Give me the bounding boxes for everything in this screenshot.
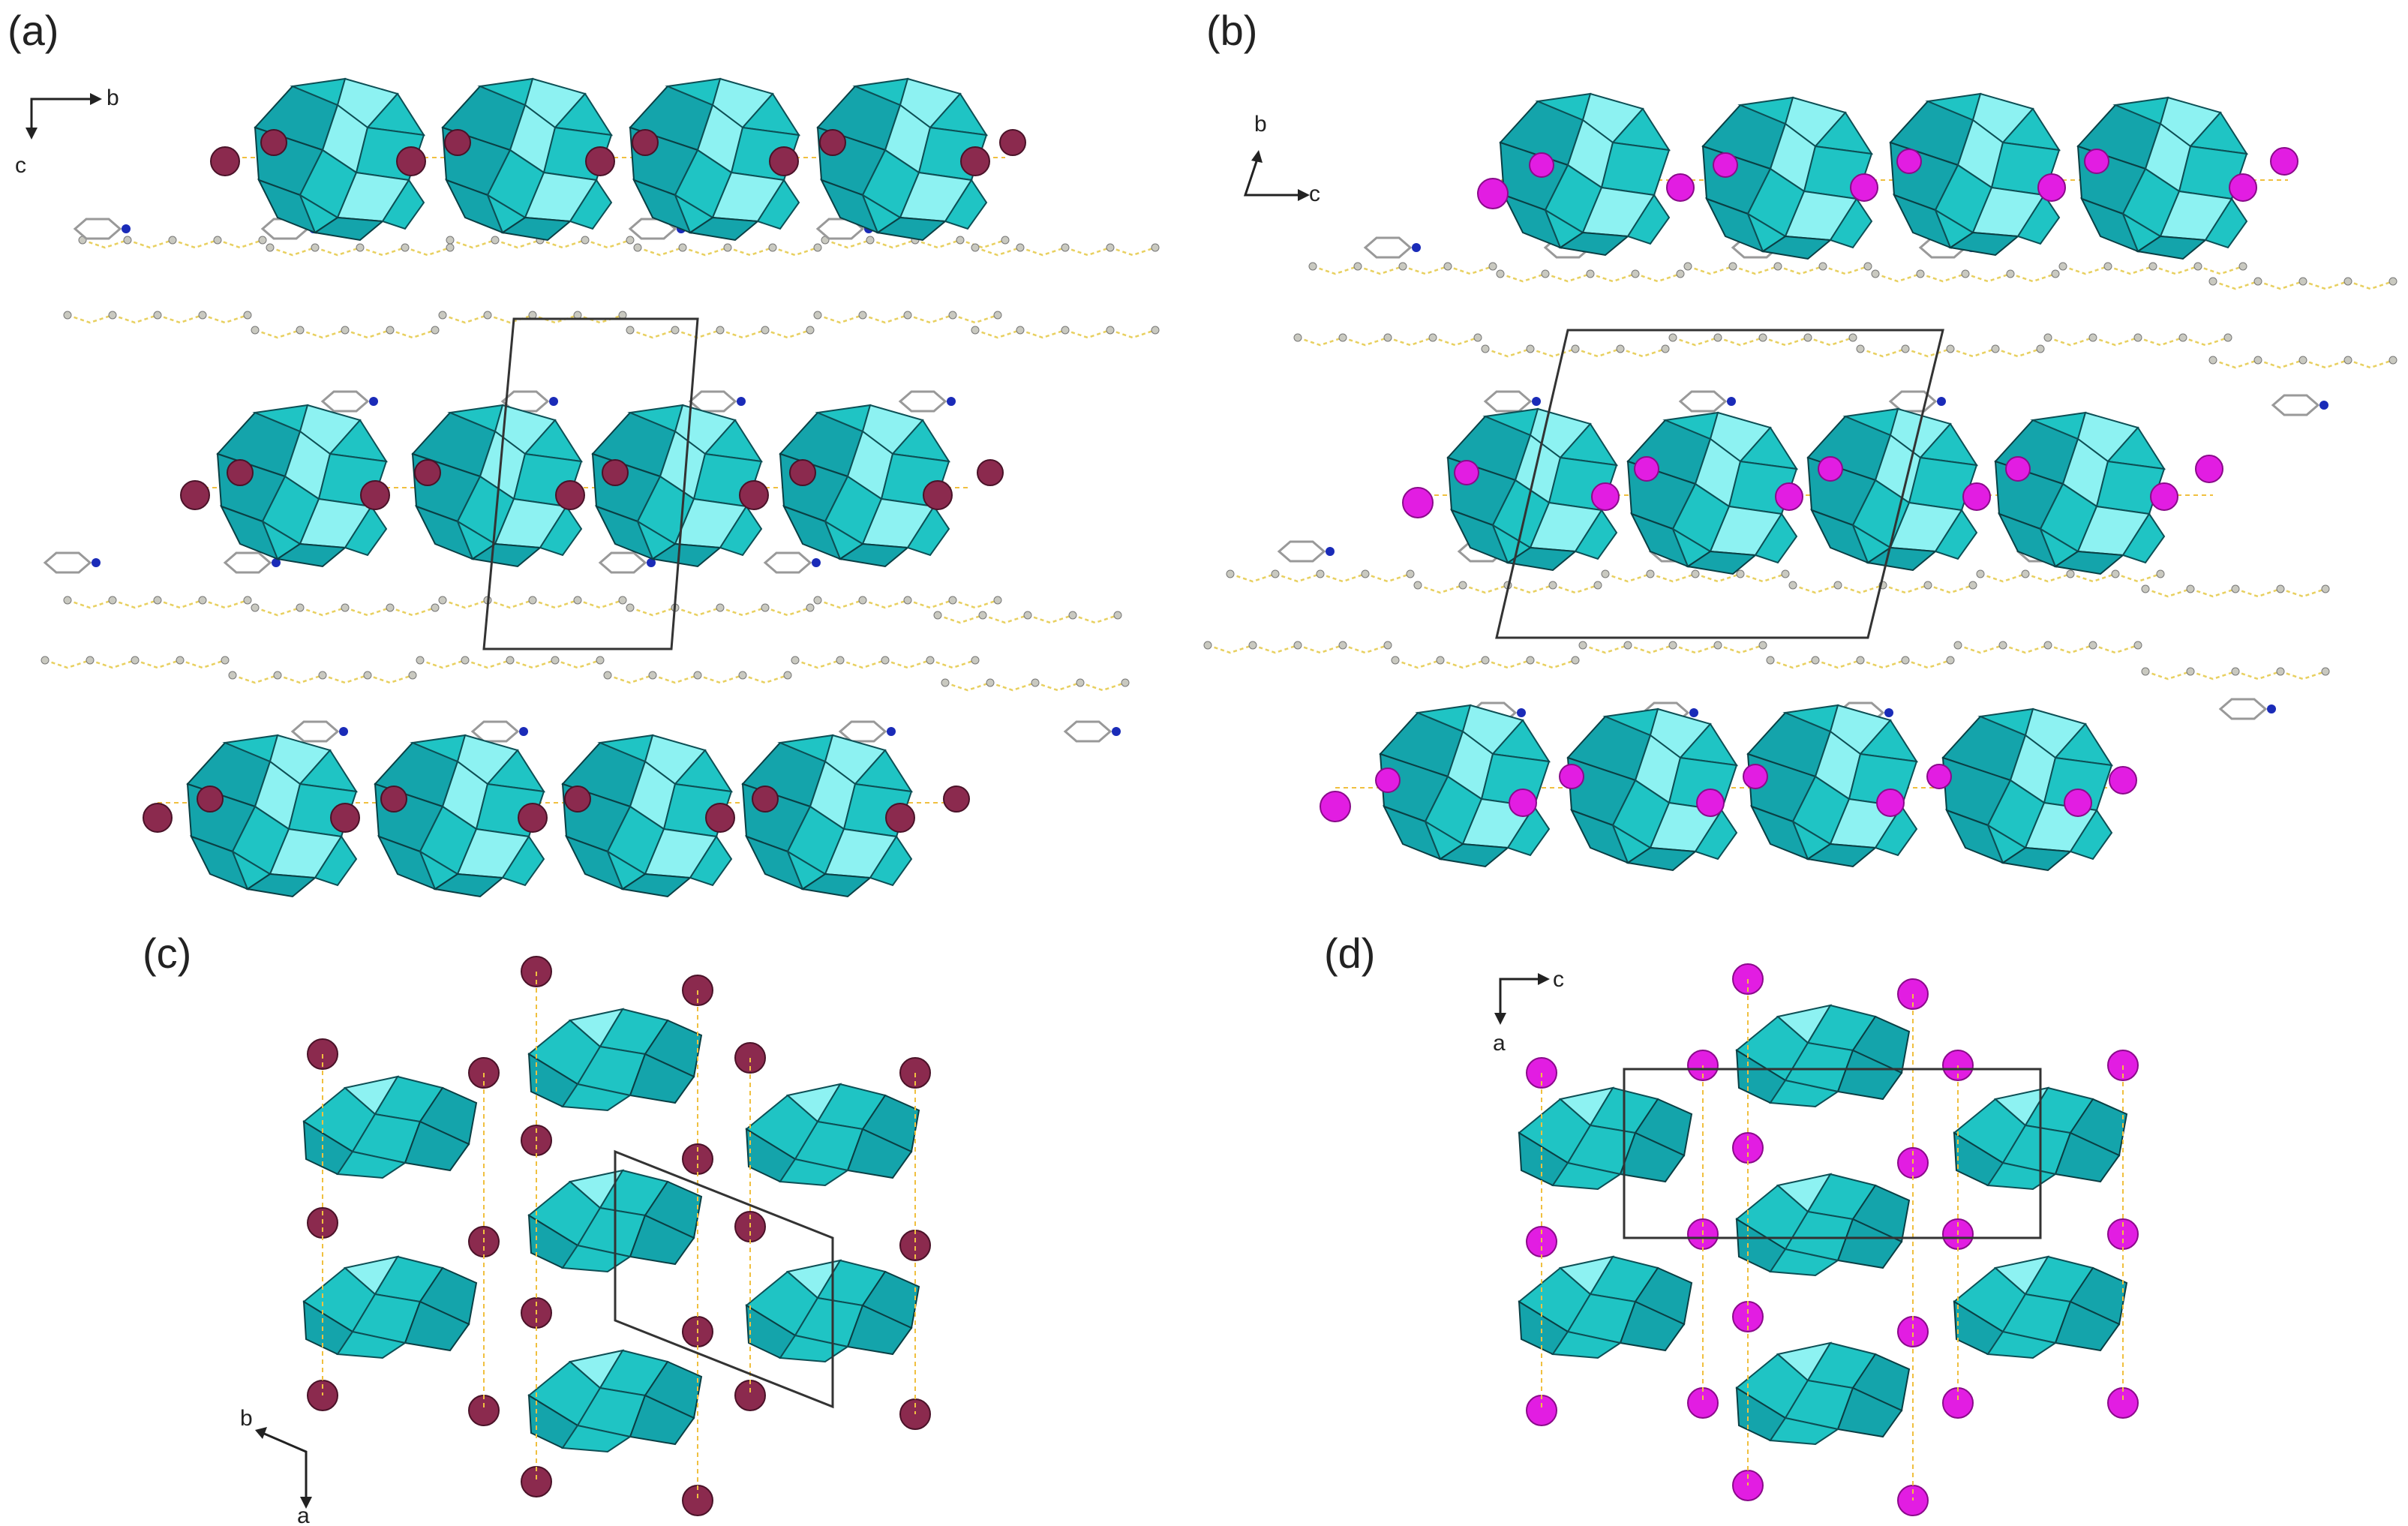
inorganic-layer [1335, 93, 2288, 871]
metal-cation-sphere-icon [143, 129, 1026, 833]
axis-arrow-icon [255, 1427, 312, 1509]
unit-cell [1495, 329, 1944, 639]
metal-cation-sphere-icon [1320, 147, 2298, 822]
axis-label-a: a [1493, 1031, 1506, 1056]
panel-c: (c) b a [143, 930, 931, 1526]
panel-label-c: (c) [143, 930, 191, 977]
panel-b: (b) b c [1202, 7, 2398, 871]
axis-label-b: b [240, 1406, 253, 1431]
panel-a: (a) b c [8, 7, 1160, 897]
axis-arrow-icon [1494, 973, 1550, 1025]
unit-cell [482, 317, 699, 650]
panel-label-a: (a) [8, 7, 59, 54]
inorganic-layer [1518, 1005, 2127, 1445]
panel-label-d: (d) [1324, 930, 1375, 977]
axis-label-c: c [1553, 967, 1564, 992]
unit-cell [614, 1149, 834, 1409]
axis-arrow-icon [26, 93, 102, 140]
bond-network [1541, 979, 2124, 1500]
axis-label-c: c [15, 153, 26, 178]
axis-label-b: b [1254, 112, 1267, 137]
inorganic-layer [303, 1008, 920, 1452]
axis-label-c: c [1309, 182, 1320, 206]
bond-network [322, 972, 916, 1500]
axis-arrow-icon [1243, 150, 1310, 201]
panel-d: (d) c a [1324, 930, 2139, 1516]
unit-cell [1623, 1068, 2042, 1239]
axis-label-a: a [297, 1503, 310, 1526]
axis-label-b: b [107, 86, 119, 110]
panel-label-b: (b) [1206, 7, 1257, 54]
